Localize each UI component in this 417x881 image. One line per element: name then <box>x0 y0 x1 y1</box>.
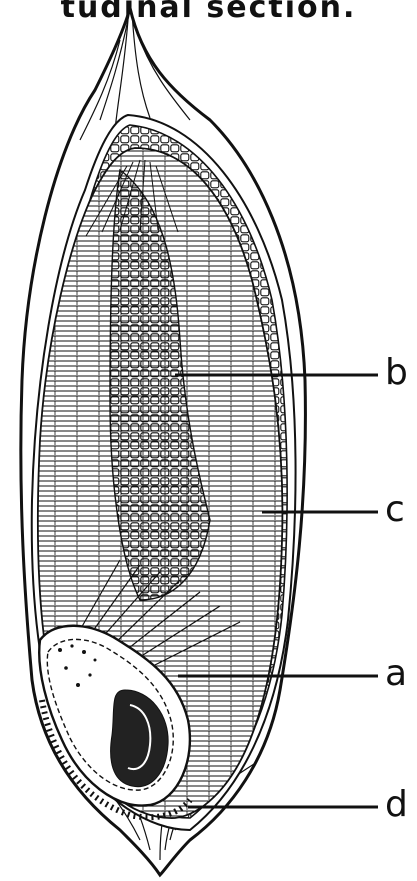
label-d: d <box>385 787 408 823</box>
label-b: b <box>385 355 408 391</box>
label-c: c <box>385 492 405 528</box>
label-a: a <box>385 656 407 692</box>
